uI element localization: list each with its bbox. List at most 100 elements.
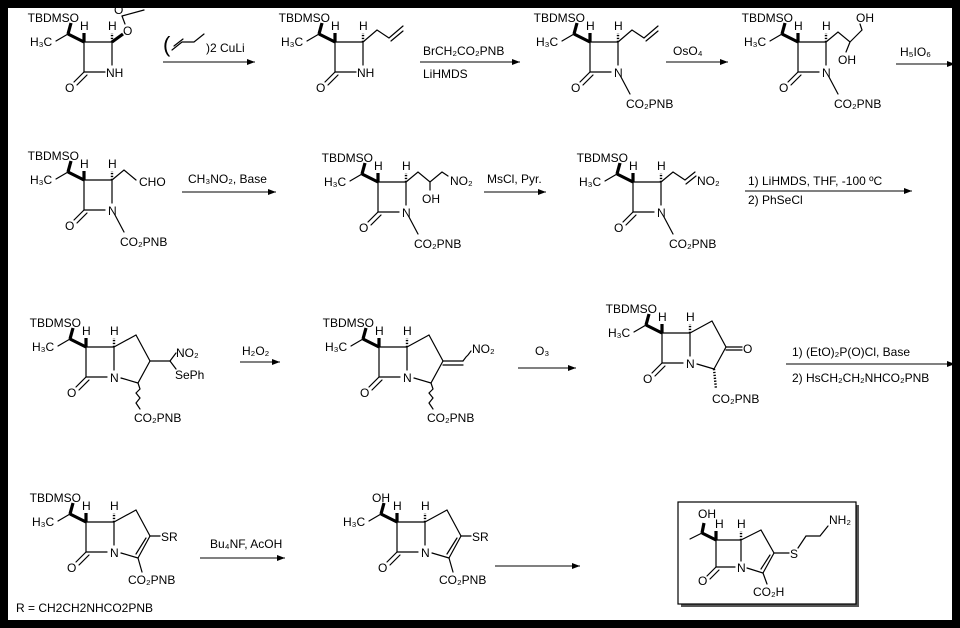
svg-text:H₃C: H₃C [281,35,304,49]
svg-text:NO₂: NO₂ [176,346,199,360]
molecule-8-selenide-bicycle: NO₂ SePh TBDMSO H₃C H H N O CO₂PNB [30,316,205,425]
svg-text:O: O [378,561,387,575]
svg-text:H: H [421,499,430,513]
svg-text:H₃C: H₃C [30,173,53,187]
svg-text:H: H [393,499,402,513]
svg-text:OH: OH [372,491,390,505]
svg-text:H₃C: H₃C [744,35,767,49]
svg-text:CO₂PNB: CO₂PNB [712,392,759,406]
svg-text:H: H [80,19,89,33]
svg-text:CO₂PNB: CO₂PNB [414,237,461,251]
svg-text:NH: NH [357,66,374,80]
svg-text:O: O [114,3,123,17]
svg-text:O: O [67,561,76,575]
svg-text:SR: SR [161,530,178,544]
svg-text:OH: OH [422,192,440,206]
svg-text:N: N [402,206,411,220]
arrow-step-8: H₂O₂ [240,344,280,365]
svg-text:NH₂: NH₂ [829,513,851,527]
svg-text:MsCl, Pyr.: MsCl, Pyr. [487,172,542,186]
svg-text:SePh: SePh [175,368,204,382]
svg-text:H₃C: H₃C [32,515,55,529]
svg-text:Bu₄NF, AcOH: Bu₄NF, AcOH [210,537,282,551]
svg-text:H₂O₂: H₂O₂ [242,344,270,358]
molecule-10-ketone-bicycle: O TBDMSO H₃C H H N O CO₂PNB [606,302,760,406]
svg-text:H₅IO₆: H₅IO₆ [900,45,931,59]
svg-text:)2 CuLi: )2 CuLi [206,41,245,55]
svg-text:2) PhSeCl: 2) PhSeCl [748,193,803,207]
svg-text:H: H [359,19,368,33]
svg-text:O: O [65,81,74,95]
svg-text:H: H [794,19,803,33]
svg-text:CO₂PNB: CO₂PNB [669,237,716,251]
svg-text:H: H [108,157,117,171]
svg-text:N: N [403,371,412,385]
svg-text:H: H [110,324,119,338]
svg-text:O: O [65,219,74,233]
svg-text:H: H [657,159,666,173]
svg-text:H₃C: H₃C [325,340,348,354]
svg-text:H: H [614,19,623,33]
svg-text:H: H [737,517,746,531]
svg-text:LiHMDS: LiHMDS [423,67,468,81]
arrow-step-5: CH₃NO₂, Base [182,172,276,195]
svg-text:N: N [110,546,119,560]
svg-text:H₃C: H₃C [579,175,602,189]
svg-text:H: H [715,517,724,531]
svg-text:H: H [374,159,383,173]
svg-text:2) HsCH₂CH₂NHCO₂PNB: 2) HsCH₂CH₂NHCO₂PNB [792,371,929,385]
svg-text:(: ( [163,32,171,57]
allyl-group-icon [171,33,205,51]
arrow-step-9: O₃ [518,344,576,371]
molecule-4-diol: OH OH TBDMSO H₃C H H N O CO₂PNB [742,11,882,111]
molecule-5-aldehyde: CHO TBDMSO H₃C H H N O CO₂PNB [28,149,168,249]
svg-text:1) (EtO)₂P(O)Cl, Base: 1) (EtO)₂P(O)Cl, Base [792,345,910,359]
svg-text:OH: OH [698,507,716,521]
svg-text:H: H [331,19,340,33]
svg-text:O: O [123,24,132,38]
svg-text:TBDMSO: TBDMSO [28,149,79,163]
svg-text:H₃C: H₃C [30,35,53,49]
svg-text:NH: NH [106,66,123,80]
svg-text:N: N [657,206,666,220]
molecule-11-protected-carbapenem: SR TBDMSO H₃C H H N O CO₂PNB [30,491,178,587]
molecule-7-nitroalkene: NO₂ TBDMSO H₃C H H N O CO₂PNB [577,151,720,251]
svg-text:O: O [614,221,623,235]
svg-text:H₃C: H₃C [324,175,347,189]
molecule-1-acetoxy-azetidinone: TBDMSO H₃C H H O O NH O [28,3,145,95]
svg-text:H: H [82,499,91,513]
svg-text:N: N [822,66,831,80]
svg-text:NO₂: NO₂ [697,174,720,188]
svg-text:CH₃NO₂, Base: CH₃NO₂, Base [188,172,267,186]
svg-text:H: H [110,499,119,513]
svg-text:O₃: O₃ [535,344,549,358]
svg-text:N: N [421,546,430,560]
molecule-3-n-alkylated-azetidinone: TBDMSO H₃C H H N O CO₂PNB [534,11,674,111]
svg-text:CO₂PNB: CO₂PNB [439,573,486,587]
svg-text:TBDMSO: TBDMSO [606,302,657,316]
svg-text:O: O [643,372,652,386]
arrow-step-3: OsO₄ [666,44,728,65]
molecule-9-nitroalkylidene-bicycle: NO₂ TBDMSO H₃C H H N O CO₂PNB [323,316,495,425]
svg-text:N: N [686,357,695,371]
svg-text:N: N [737,561,746,575]
svg-text:H: H [686,310,695,324]
svg-text:OH: OH [838,53,856,67]
svg-text:TBDMSO: TBDMSO [742,11,793,25]
arrow-step-10: 1) (EtO)₂P(O)Cl, Base 2) HsCH₂CH₂NHCO₂PN… [786,345,955,385]
svg-text:OsO₄: OsO₄ [673,44,703,58]
svg-text:TBDMSO: TBDMSO [30,491,81,505]
svg-text:TBDMSO: TBDMSO [323,316,374,330]
svg-text:CO₂H: CO₂H [753,585,784,599]
svg-text:TBDMSO: TBDMSO [28,11,79,25]
svg-text:1) LiHMDS, THF, -100 ºC: 1) LiHMDS, THF, -100 ºC [748,174,883,188]
svg-text:H₃C: H₃C [608,326,631,340]
r-group-definition: R = CH2CH2NHCO2PNB [16,601,153,615]
svg-text:O: O [743,342,752,356]
svg-text:N: N [614,66,623,80]
arrow-step-1: ( )2 CuLi [163,32,255,65]
svg-text:H: H [586,19,595,33]
svg-text:O: O [67,386,76,400]
